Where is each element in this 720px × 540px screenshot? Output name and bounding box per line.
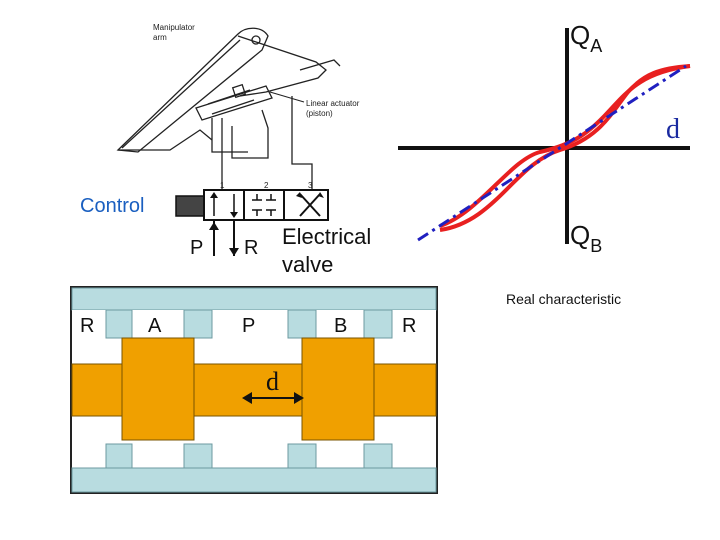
stub-bottom-1: [105, 443, 133, 469]
actuator-leader-line: [269, 91, 305, 103]
manipulator-sketch: [116, 27, 341, 190]
valve-top-band: [71, 287, 437, 311]
valve-symbol: [175, 189, 329, 256]
electrical-valve-title-2: valve: [282, 252, 333, 277]
section-port-label-4: R: [402, 315, 416, 337]
port-p-label: P: [190, 237, 203, 259]
valve-box-left: [203, 189, 245, 221]
valve-num-1: 1: [220, 181, 225, 190]
real-characteristic-caption: Real characteristic: [506, 291, 621, 307]
stub-top-4: [363, 309, 393, 339]
solenoid-block: [175, 195, 205, 217]
qb-label: QB: [570, 220, 602, 256]
d-axis-label: d: [666, 114, 680, 145]
valve-cross-section: [70, 286, 438, 494]
real-curve-lower: [439, 64, 691, 232]
linear-actuator-label-2: (piston): [306, 109, 333, 118]
port-r-label: R: [244, 237, 258, 259]
valve-num-2: 2: [264, 181, 269, 190]
section-port-label-3: B: [334, 315, 347, 337]
stub-bottom-4: [363, 443, 393, 469]
stub-bottom-2: [183, 443, 213, 469]
electrical-valve-title-1: Electrical: [282, 224, 371, 249]
stub-top-2: [183, 309, 213, 339]
section-port-label-1: A: [148, 315, 162, 337]
valve-bottom-band: [71, 467, 437, 493]
stub-bottom-3: [287, 443, 317, 469]
qa-label: QA: [570, 20, 602, 56]
valve-num-3: 3: [308, 181, 313, 190]
manipulator-arm-label-2: arm: [153, 33, 167, 42]
stub-top-1: [105, 309, 133, 339]
valve-box-mid: [243, 189, 285, 221]
manipulator-arm-label: Manipulator: [153, 23, 195, 32]
stub-top-3: [287, 309, 317, 339]
characteristic-plot: [398, 28, 691, 244]
ideal-characteristic-line: [417, 64, 687, 242]
spool: [71, 337, 437, 441]
linear-actuator-label: Linear actuator: [306, 99, 360, 108]
section-port-label-0: R: [80, 315, 94, 337]
section-port-label-2: P: [242, 315, 255, 337]
displacement-label: d: [266, 367, 279, 396]
control-label: Control: [80, 195, 144, 217]
